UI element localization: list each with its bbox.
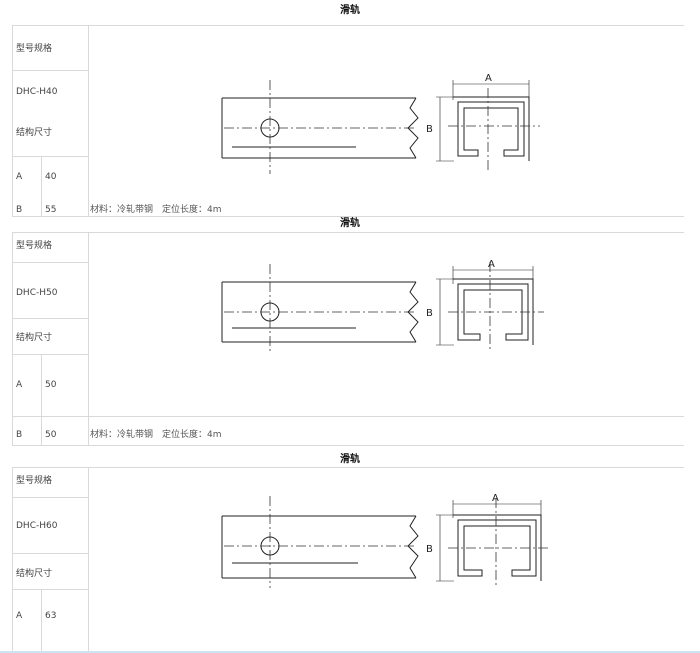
section-2-cell-divider [41, 354, 42, 446]
section-2-material-note: 材料：冷轧带钢 定位长度：4m [90, 430, 222, 440]
section-1-title: 滑轨 [340, 5, 360, 16]
section-2-b-value: 50 [45, 430, 57, 440]
section-3-row-line [12, 589, 88, 590]
rail-break-line [407, 515, 419, 579]
section-3-dim-label: 结构尺寸 [16, 569, 53, 579]
bottom-edge [0, 651, 700, 653]
section-2-row-line [12, 354, 88, 355]
section-3-a-label: A [16, 611, 23, 621]
section-1-row-line [12, 70, 88, 71]
section-3-cell-divider [41, 589, 42, 653]
dim-b-label: B [426, 124, 433, 135]
section-2-title: 滑轨 [340, 218, 360, 229]
section-1-rail-drawing: A B [221, 73, 540, 174]
section-1-model: DHC-H40 [16, 87, 58, 97]
section-1-dim-label: 结构尺寸 [16, 128, 53, 138]
section-2-dim-label: 结构尺寸 [16, 333, 53, 343]
section-3-title: 滑轨 [340, 454, 360, 465]
section-2-divider [88, 232, 89, 446]
section-3-row-line [12, 497, 88, 498]
rail-section-profile [457, 283, 529, 341]
section-2-row-line [12, 416, 684, 417]
rail-section-profile [457, 101, 525, 157]
section-1-a-value: 40 [45, 172, 57, 182]
section-3-row-line [12, 553, 88, 554]
dim-b-label: B [426, 308, 433, 319]
section-1-row-line [12, 156, 88, 157]
rail-side-outline [221, 281, 416, 343]
section-1-divider [88, 25, 89, 217]
dim-a-line [452, 266, 534, 284]
section-2-spec-label: 型号规格 [16, 241, 53, 251]
section-2-row-line [12, 262, 88, 263]
dim-b-line [436, 96, 454, 162]
section-1-material-note: 材料：冷轧带钢 定位长度：4m [90, 205, 222, 215]
section-2-b-label: B [16, 430, 23, 440]
section-3-divider [88, 467, 89, 653]
dim-b-line [436, 278, 454, 346]
section-2-spec-table [12, 232, 684, 446]
section-3-rail-drawing: A B [221, 493, 550, 588]
section-2-rail-drawing: A B [221, 259, 544, 354]
dim-a-line [452, 80, 530, 100]
section-2-a-label: A [16, 380, 23, 390]
section-2-a-value: 50 [45, 380, 57, 390]
dim-a-label: A [488, 259, 495, 270]
section-1-spec-table [12, 25, 684, 217]
rail-side-outline [221, 515, 416, 579]
section-2-model: DHC-H50 [16, 288, 58, 298]
dim-a-label: A [492, 493, 499, 504]
dim-b-label: B [426, 544, 433, 555]
rail-side-outline [221, 97, 416, 159]
section-3-spec-table [12, 467, 684, 653]
section-1-spec-label: 型号规格 [16, 44, 53, 54]
section-1-cell-divider [41, 156, 42, 217]
rail-section-profile [457, 519, 537, 577]
section-3-spec-label: 型号规格 [16, 476, 53, 486]
section-1-a-label: A [16, 172, 23, 182]
section-1-b-label: B [16, 205, 23, 215]
section-2-row-line [12, 318, 88, 319]
dim-a-label: A [485, 73, 492, 84]
section-1-b-value: 55 [45, 205, 57, 215]
dim-b-line [436, 514, 454, 582]
section-3-a-value: 63 [45, 611, 57, 621]
section-3-model: DHC-H60 [16, 521, 58, 531]
